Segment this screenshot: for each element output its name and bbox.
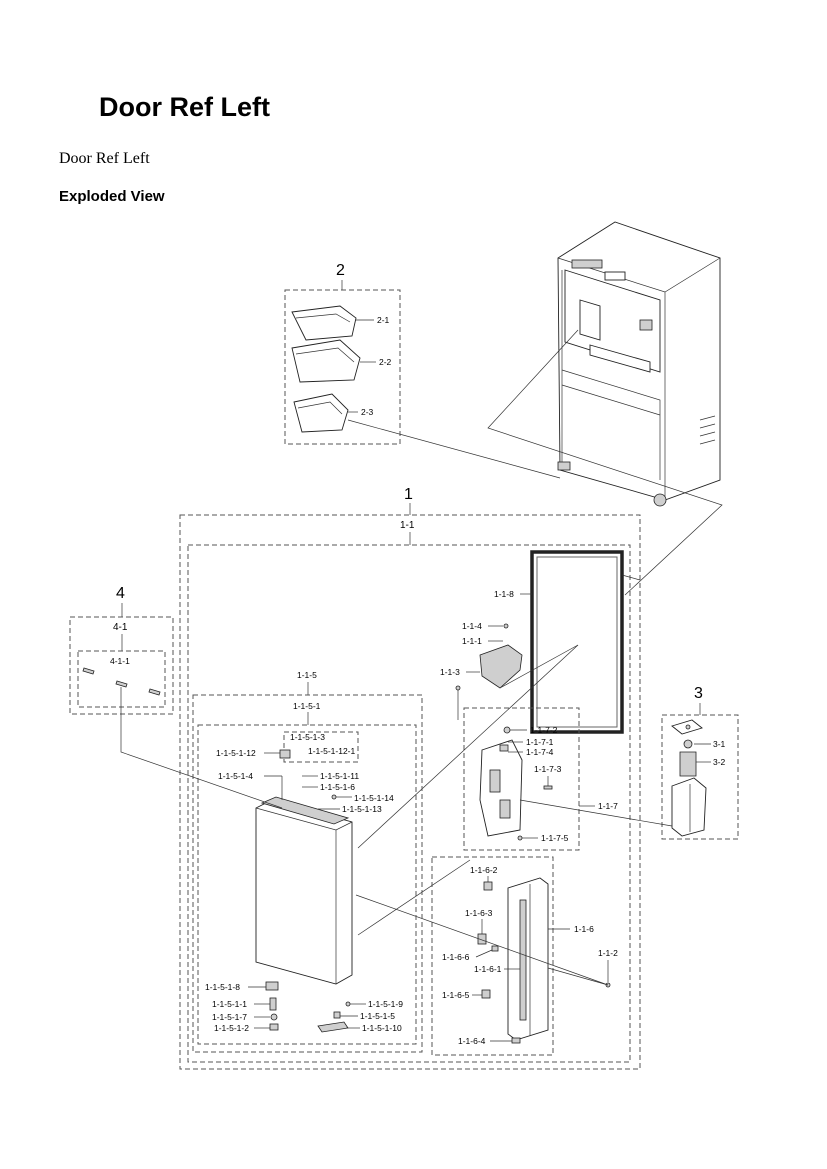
refrigerator-cabinet — [557, 221, 721, 507]
label-3-2: 3-2 — [713, 757, 726, 767]
label-1-1-5-1-6: 1-1-5-1-6 — [320, 782, 355, 792]
label-1-1-5-1-10: 1-1-5-1-10 — [362, 1023, 402, 1033]
label-1-1-5-1-5: 1-1-5-1-5 — [360, 1011, 395, 1021]
group-1-box — [179, 514, 641, 1070]
door-gasket — [530, 550, 624, 734]
label-1-1-7-2: 1-1-7-2 — [530, 725, 558, 735]
label-1-1-1: 1-1-1 — [462, 636, 482, 646]
group-1-1-5-1-label: 1-1-5-1 — [293, 701, 321, 711]
label-2-2: 2-2 — [379, 357, 392, 367]
group-1-1-5-1-12-box — [283, 731, 359, 763]
screw-set — [82, 667, 161, 696]
label-1-1-8: 1-1-8 — [494, 589, 514, 599]
door-shelf-2-3 — [293, 393, 349, 433]
group-1-1-5-label: 1-1-5 — [297, 670, 317, 680]
hinge-cover — [479, 644, 523, 689]
label-1-1-5-1-2: 1-1-5-1-2 — [214, 1023, 249, 1033]
group-2-box — [284, 289, 401, 445]
label-2-3: 2-3 — [361, 407, 374, 417]
group-1-1-5-box — [192, 694, 423, 1053]
label-1-1-5-1-9: 1-1-5-1-9 — [368, 999, 403, 1009]
label-1-1-6-2: 1-1-6-2 — [470, 865, 498, 875]
label-1-1-5-1-14: 1-1-5-1-14 — [354, 793, 394, 803]
group-2-label: 2 — [336, 262, 345, 279]
label-1-1-2: 1-1-2 — [598, 948, 618, 958]
dispenser-housing — [479, 726, 523, 837]
label-1-1-5-1-4: 1-1-5-1-4 — [218, 771, 253, 781]
page-title: Door Ref Left — [99, 92, 270, 122]
label-1-1-5-1-12: 1-1-5-1-12 — [216, 748, 256, 758]
label-1-1-5-1-13: 1-1-5-1-13 — [342, 804, 382, 814]
label-1-1-5-1-12-1: 1-1-5-1-12-1 — [308, 746, 356, 756]
label-1-1-6-3: 1-1-6-3 — [465, 908, 493, 918]
group-4-1-1-label: 4-1-1 — [110, 656, 130, 666]
label-1-1-5-1-3: 1-1-5-1-3 — [290, 732, 325, 742]
group-4-box — [69, 616, 174, 715]
label-1-1-5-1-7: 1-1-5-1-7 — [212, 1012, 247, 1022]
door-panel — [255, 796, 353, 985]
group-4-1-box — [77, 650, 166, 708]
label-1-1-6-4-text: 1-1-6-4 — [458, 1036, 486, 1046]
label-1-1-7-5: 1-1-7-5 — [541, 833, 569, 843]
label-1-1-7-3: 1-1-7-3 — [534, 764, 562, 774]
label-1-1-5-1-11: 1-1-5-1-11 — [320, 771, 359, 781]
group-1-label: 1 — [404, 486, 413, 503]
group-4-1-label: 4-1 — [113, 622, 128, 633]
group-4-label: 4 — [116, 585, 125, 602]
group-3-box — [661, 714, 739, 840]
ice-filter-parts — [671, 719, 707, 837]
group-1-1-5-1-box — [197, 724, 417, 1045]
label-1-1-7: 1-1-7 — [598, 801, 618, 811]
group-1-1-label: 1-1 — [400, 520, 415, 531]
label-1-1-6-1: 1-1-6-1 — [474, 964, 502, 974]
label-3-1: 3-1 — [713, 739, 726, 749]
label-1-1-6-6: 1-1-6-6 — [442, 952, 470, 962]
door-shelf-2-1 — [291, 305, 357, 341]
label-1-1-6: 1-1-6 — [574, 924, 594, 934]
door-handle — [507, 877, 549, 1041]
group-1-1-box — [187, 544, 631, 1063]
section-heading: Exploded View — [59, 188, 165, 205]
group-1-1-6-box — [431, 856, 554, 1056]
label-1-1-6-5: 1-1-6-5 — [442, 990, 470, 1000]
page-subtitle: Door Ref Left — [59, 150, 150, 167]
label-1-1-4: 1-1-4 — [462, 621, 482, 631]
label-1-1-5-1-8: 1-1-5-1-8 — [205, 982, 240, 992]
label-1-1-3: 1-1-3 — [440, 667, 460, 677]
label-1-1-7-4: 1-1-7-4 — [526, 747, 554, 757]
group-1-1-7-box — [463, 707, 580, 851]
label-1-1-5-1-1: 1-1-5-1-1 — [212, 999, 247, 1009]
label-2-1: 2-1 — [377, 315, 390, 325]
group-3-label: 3 — [694, 685, 703, 702]
door-shelf-2-2 — [291, 339, 361, 383]
label-1-1-7-1: 1-1-7-1 — [526, 737, 554, 747]
